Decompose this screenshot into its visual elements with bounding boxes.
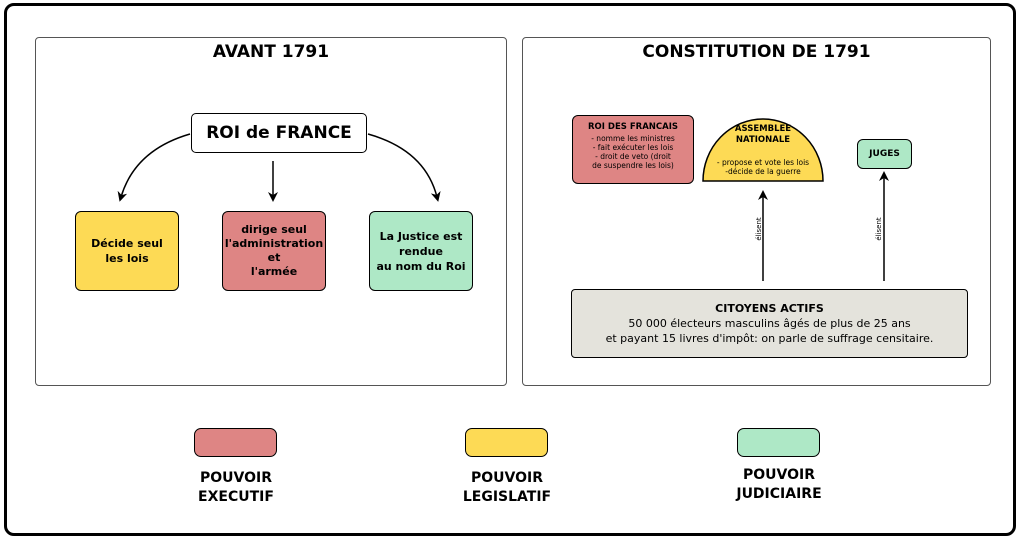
citoyens-title: CITOYENS ACTIFS xyxy=(715,302,824,315)
legend-label-judiciaire: POUVOIR JUDICIAIRE xyxy=(736,467,822,502)
judiciaire-box-avant: La Justice est rendue au nom du Roi xyxy=(369,211,473,291)
citoyens-line-2: et payant 15 livres d'impôt: on parle de… xyxy=(605,332,934,345)
legislatif-box-text: Décide seul les lois xyxy=(91,237,163,265)
roi-line-1: - nomme les ministres xyxy=(591,134,675,143)
roi-des-francais-title: ROI DES FRANCAIS xyxy=(588,122,678,132)
juges-box: JUGES xyxy=(857,139,912,169)
outer-frame xyxy=(4,3,1016,536)
legend-swatch-judiciaire xyxy=(737,428,820,457)
legend-label-legislatif: POUVOIR LEGISLATIF xyxy=(462,470,552,505)
juges-label: JUGES xyxy=(869,149,900,159)
assemblee-title: ASSEMBLEE NATIONALE xyxy=(734,124,792,145)
assemblee-line-2: -décide de la guerre xyxy=(725,167,801,176)
legend-label-executif: POUVOIR EXECUTIF xyxy=(198,470,274,505)
assemblee-semicircle xyxy=(702,118,824,182)
executif-box-avant: dirige seul l'administration et l'armée xyxy=(222,211,326,291)
elisent-label-juges: élisent xyxy=(875,217,883,241)
citoyens-line-1: 50 000 électeurs masculins âgés de plus … xyxy=(628,317,911,330)
legend-swatch-legislatif xyxy=(465,428,548,457)
roi-line-3: - droit de veto (droit xyxy=(595,152,671,161)
roi-des-francais-box: ROI DES FRANCAIS - nomme les ministres -… xyxy=(572,115,694,184)
assemblee-text: ASSEMBLEE NATIONALE - propose et vote le… xyxy=(713,124,813,176)
assemblee-line-1: - propose et vote les lois xyxy=(716,158,810,167)
legend-swatch-executif xyxy=(194,428,277,457)
roi-de-france-box: ROI de FRANCE xyxy=(191,113,367,153)
legislatif-box-avant: Décide seul les lois xyxy=(75,211,179,291)
panel-title-constitution: CONSTITUTION DE 1791 xyxy=(642,42,871,62)
arrow-to-legislatif xyxy=(117,133,191,202)
roi-de-france-label: ROI de FRANCE xyxy=(206,123,352,143)
citoyens-actifs-box: CITOYENS ACTIFS 50 000 électeurs masculi… xyxy=(571,289,968,358)
elisent-label-assemblee: élisent xyxy=(755,217,763,241)
arrow-to-judiciaire xyxy=(367,133,441,202)
judiciaire-box-text: La Justice est rendue au nom du Roi xyxy=(376,229,466,273)
roi-line-4: de suspendre les lois) xyxy=(592,161,674,170)
roi-line-2: - fait exécuter les lois xyxy=(592,143,674,152)
panel-title-avant: AVANT 1791 xyxy=(212,42,330,62)
executif-box-text: dirige seul l'administration et l'armée xyxy=(224,223,324,278)
